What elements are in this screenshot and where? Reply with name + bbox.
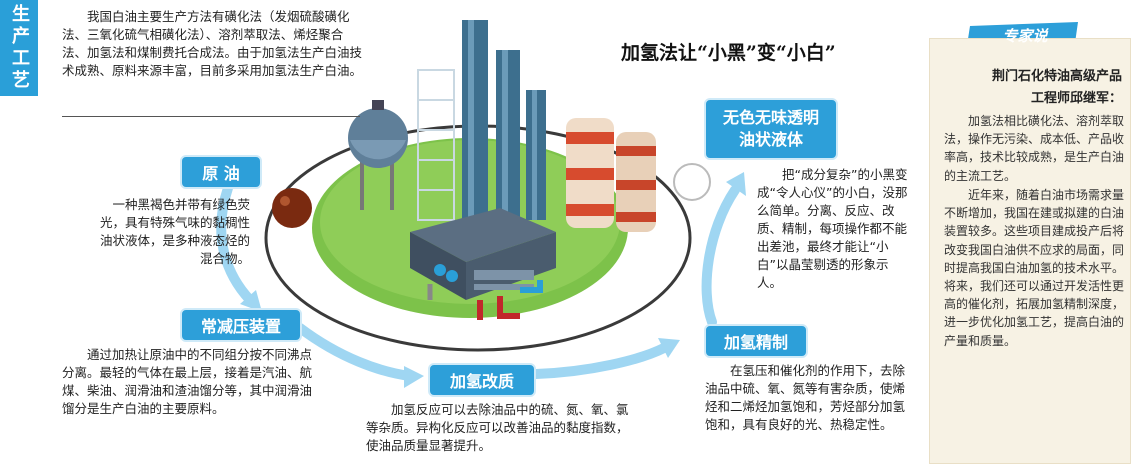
expert-paragraph-2: 近年来，随着白油市场需求量不断增加，我国在建或拟建的白油装置较多。这些项目建成投… xyxy=(944,188,1125,348)
intro-paragraph: 我国白油主要生产方法有磺化法（发烟硫酸磺化法、三氧化硫气相磺化法）、溶剂萃取法、… xyxy=(62,9,363,78)
arrow-crude-to-distill xyxy=(216,183,255,305)
step-modify-label: 加氢改质 xyxy=(428,363,536,397)
arrow-refine-to-result xyxy=(701,185,740,327)
step-distill-text: 通过加热让原油中的不同组分按不同沸点分离。最轻的气体在最上层，接着是汽油、航煤、… xyxy=(62,347,313,416)
crude-oil-ball xyxy=(272,188,312,228)
machinery-block xyxy=(410,208,556,300)
expert-panel xyxy=(929,38,1131,464)
step-crude-text: 一种黑褐色并带有绿色荧光，具有特殊气味的黏稠性油状液体，是多种液态烃的混合物。 xyxy=(99,197,250,266)
section-tab: 生产工艺 xyxy=(0,0,38,96)
headline: 加氢法让“小黑”变“小白” xyxy=(621,42,836,64)
expert-paragraph-1: 加氢法相比磺化法、溶剂萃取法，操作无污染、成本低、产品收率高，技术比较成熟，是生… xyxy=(944,114,1125,183)
intro-divider xyxy=(62,116,360,117)
expert-role-line1: 荆门石化特油高级产品 xyxy=(991,69,1122,84)
expert-role: 荆门石化特油高级产品 工程师邱继军： xyxy=(946,66,1122,110)
arrow-distill-to-modify xyxy=(295,323,415,381)
step-modify-text: 加氢反应可以去除油品中的硫、氮、氧、氯等杂质。异构化反应可以改善油品的黏度指数，… xyxy=(366,402,629,453)
spherical-tank xyxy=(348,100,408,210)
step-distill-label: 常减压装置 xyxy=(180,308,302,342)
storage-tanks xyxy=(566,118,656,232)
expert-role-line2: 工程师邱继军： xyxy=(1030,91,1122,106)
distillation-columns xyxy=(417,20,546,221)
arrow-modify-to-refine xyxy=(531,343,669,379)
step-refine-label: 加氢精制 xyxy=(704,324,808,358)
step-result-label: 无色无味透明 油状液体 xyxy=(704,98,838,160)
expert-tag: 专家说 xyxy=(1002,26,1048,45)
step-result-text: 把“成分复杂”的小黑变成“令人心仪”的小白，没那么简单。分离、反应、改质、精制，… xyxy=(757,167,908,290)
step-crude-label: 原 油 xyxy=(180,155,262,189)
white-oil-ball xyxy=(673,163,711,201)
pipes xyxy=(427,280,543,320)
step-refine-text: 在氢压和催化剂的作用下，去除油品中硫、氧、氮等有害杂质，使烯烃和二烯烃加氢饱和，… xyxy=(705,363,906,432)
